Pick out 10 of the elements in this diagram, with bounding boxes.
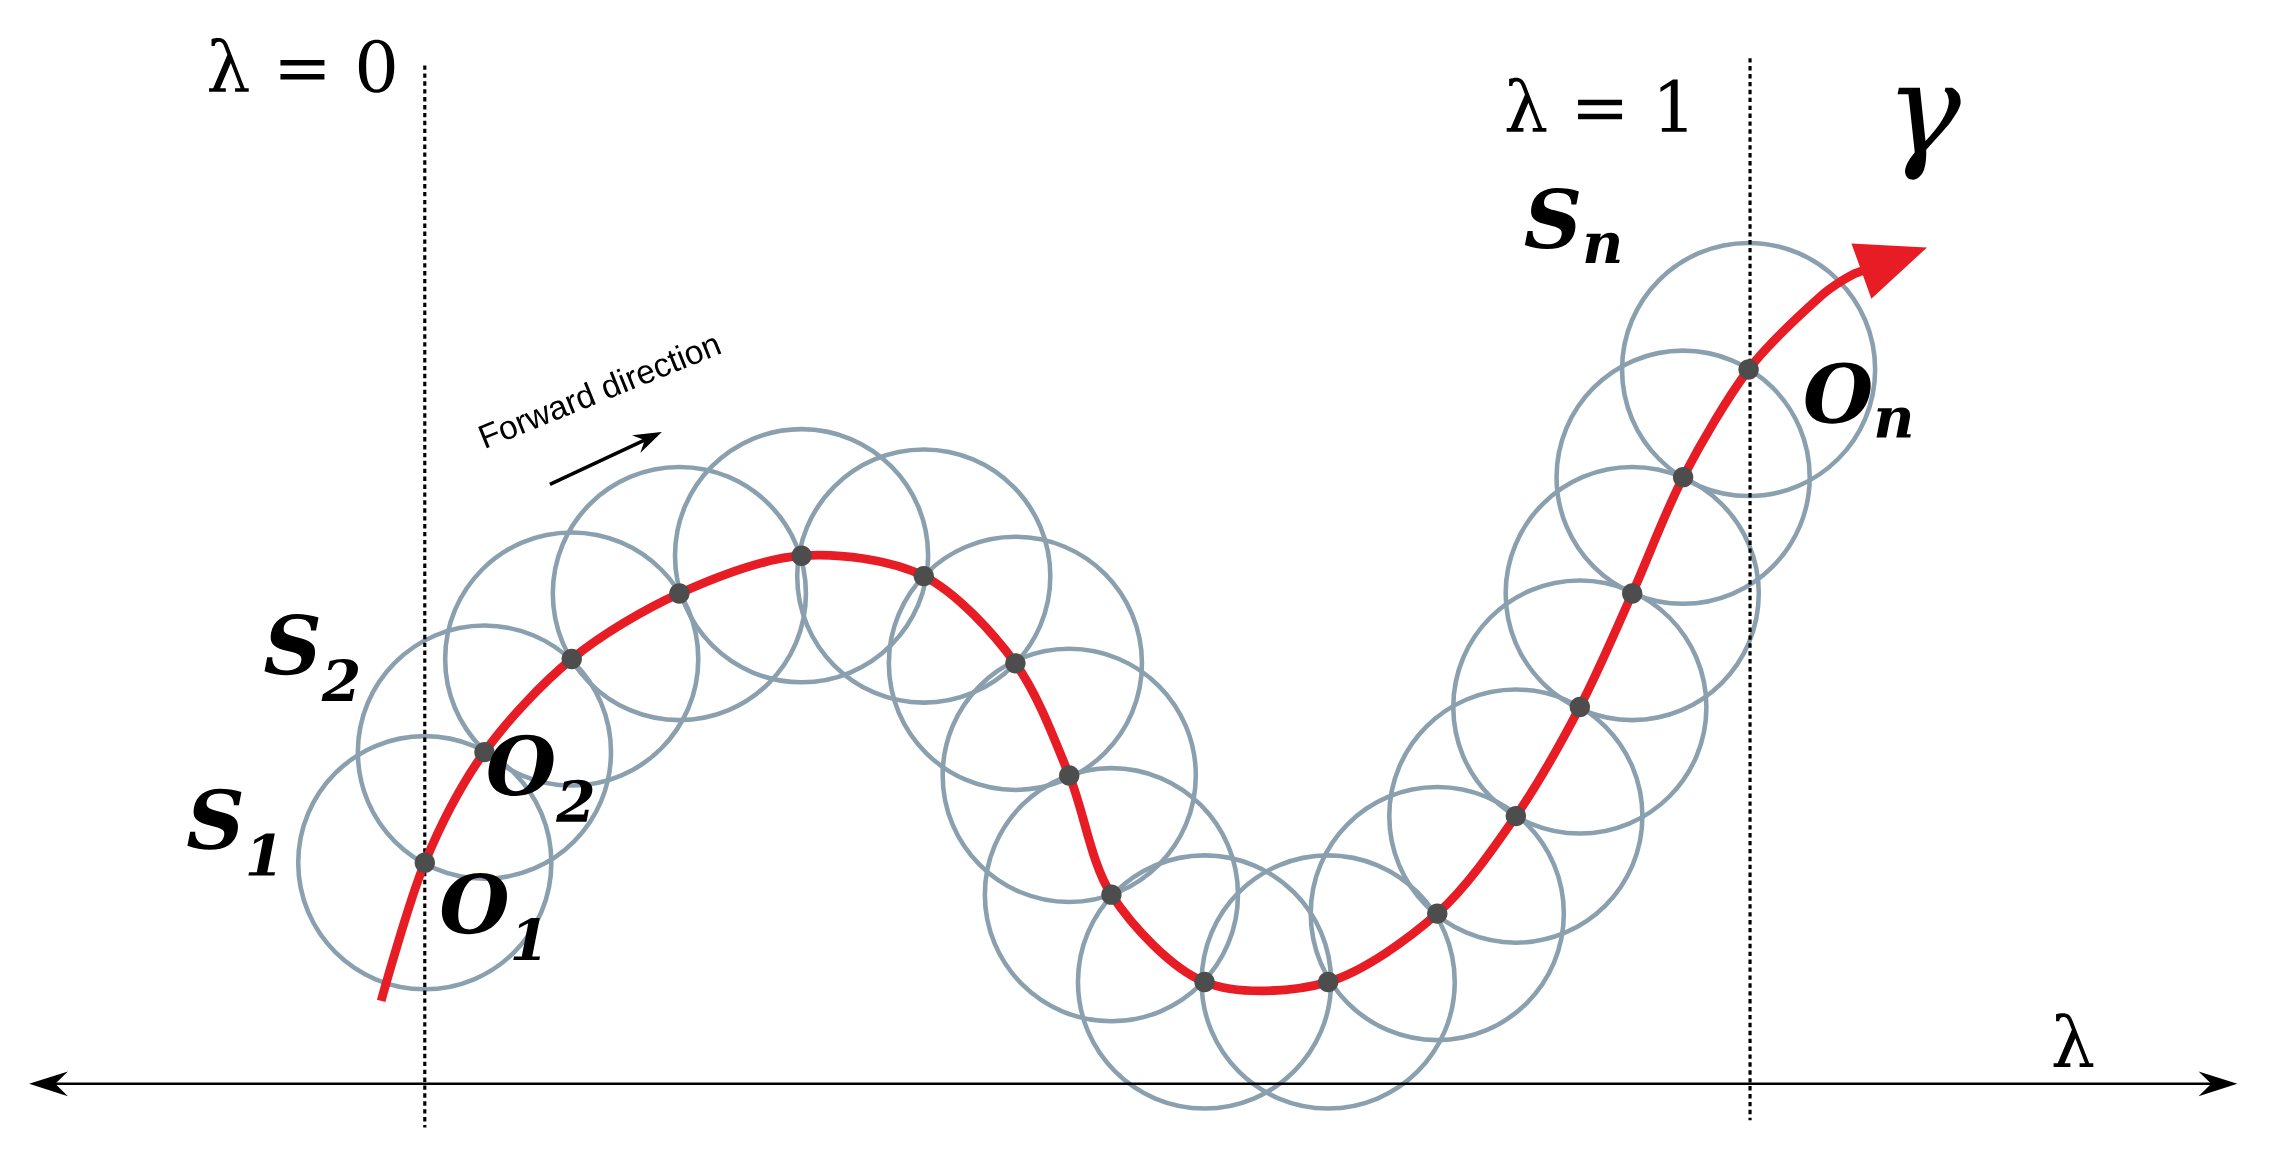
math-label: λ: [2053, 1013, 2094, 1067]
math-label: λ = 1: [1506, 77, 1687, 132]
math-label: O$_{n}$: [1805, 362, 1911, 438]
math-label: S$_{2}$: [264, 614, 358, 701]
math-label: λ = 0: [209, 38, 395, 93]
math-label: S$_{n}$: [1524, 187, 1620, 263]
math-label: O$_{1}$: [441, 873, 540, 960]
math-label: O$_{2}$: [488, 734, 593, 822]
math-label: γ: [1897, 87, 1961, 180]
math-label: S$_{1}$: [187, 788, 276, 876]
